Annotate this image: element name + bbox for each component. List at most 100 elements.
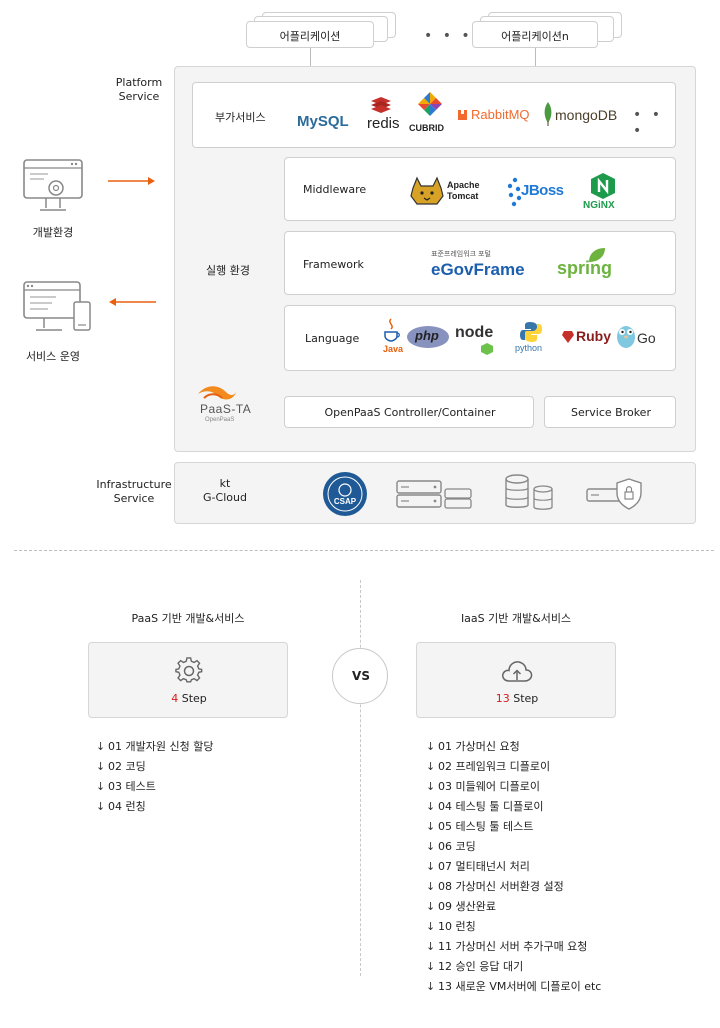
server-rack-icon — [396, 480, 472, 509]
dev-env-icon — [23, 159, 83, 211]
service-broker-box: Service Broker — [544, 396, 676, 428]
app-label: 어플리케이션 — [279, 30, 341, 43]
redis-icon — [371, 97, 391, 113]
node-hex-icon — [481, 343, 493, 355]
python-logo: python — [515, 343, 543, 353]
iaas-step-card: 13 Step — [416, 642, 616, 718]
mongodb-leaf-icon — [544, 102, 552, 126]
ruby-logo: Ruby — [576, 328, 611, 344]
arrow-down-icon: ↓ — [426, 860, 436, 873]
vertical-divider — [360, 580, 361, 976]
app-connector — [310, 48, 311, 66]
csap-seal-icon: CSAP — [323, 472, 367, 516]
cubrid-icon — [418, 92, 442, 116]
vs-label: VS — [352, 669, 370, 683]
runtime-env-label: 실행 환경 — [206, 264, 250, 277]
list-item: ↓07 멀티태넌시 처리 — [426, 860, 530, 873]
mongodb-logo: mongoDB — [555, 107, 618, 123]
list-item: ↓03 테스트 — [96, 780, 156, 793]
java-cup-icon — [384, 318, 400, 342]
openpaas-controller-box: OpenPaaS Controller/Container — [284, 396, 534, 428]
list-item: ↓13 새로운 VM서버에 디플로이 etc — [426, 980, 602, 993]
language-label: Language — [305, 332, 360, 345]
arrow-down-icon: ↓ — [426, 800, 436, 813]
list-item: ↓02 프레임워크 디플로이 — [426, 760, 551, 773]
rabbitmq-icon — [458, 110, 467, 120]
list-item: ↓04 런칭 — [96, 800, 146, 813]
dev-env-label: 개발환경 — [32, 226, 74, 239]
java-logo: Java — [383, 344, 404, 354]
iaas-title: IaaS 기반 개발&서비스 — [460, 612, 572, 625]
paas-title: PaaS 기반 개발&서비스 — [131, 612, 245, 625]
controller-label: OpenPaaS Controller/Container — [324, 406, 496, 419]
addon-more-ellipsis: • • • — [633, 107, 663, 139]
arrow-down-icon: ↓ — [96, 780, 106, 793]
list-item: ↓01 가상머신 요청 — [426, 740, 520, 753]
cloud-upload-icon — [502, 661, 533, 682]
arrow-down-icon: ↓ — [426, 980, 436, 993]
python-icon — [520, 322, 542, 342]
csap-text: CSAP — [334, 497, 357, 506]
app-n-connector — [535, 48, 536, 66]
app-ellipsis: • • • — [424, 28, 473, 44]
rabbitmq-logo: RabbitMQ — [471, 107, 530, 122]
arrow-down-icon: ↓ — [426, 940, 436, 953]
list-item: ↓03 미들웨어 디플로이 — [426, 780, 540, 793]
paas-step-count: 4 Step — [171, 692, 207, 705]
kt-gcloud-label: kt G-Cloud — [203, 477, 247, 504]
service-ops-icon — [23, 281, 91, 331]
arrow-left-icon — [109, 298, 156, 306]
redis-logo: redis — [367, 115, 400, 132]
list-item: ↓02 코딩 — [96, 760, 146, 773]
arrow-down-icon: ↓ — [426, 820, 436, 833]
database-icon — [505, 474, 553, 510]
arrow-down-icon: ↓ — [426, 920, 436, 933]
paasta-swoosh-icon — [198, 386, 236, 400]
infra-label: Infrastructure Service — [96, 478, 172, 505]
list-item: ↓08 가상머신 서버환경 설정 — [426, 880, 564, 893]
middleware-row: Middleware Apache Tomcat JBoss NGiNX — [284, 157, 676, 221]
platform-label: Platform Service — [115, 76, 163, 103]
list-item: ↓04 테스팅 툴 디플로이 — [426, 800, 544, 813]
list-item: ↓09 생산완료 — [426, 900, 496, 913]
go-gopher-icon — [617, 326, 635, 348]
app-n-label: 어플리케이션n — [501, 30, 569, 43]
jboss-dots-icon — [507, 177, 522, 207]
arrow-down-icon: ↓ — [426, 740, 436, 753]
arrow-down-icon: ↓ — [426, 960, 436, 973]
php-logo: php — [415, 328, 439, 343]
node-logo: node — [455, 324, 494, 341]
arrow-down-icon: ↓ — [96, 800, 106, 813]
addon-services-row: 부가서비스 MySQL redis CUBRID RabbitMQ mongoD… — [192, 82, 676, 148]
horizontal-divider — [14, 550, 714, 551]
list-item: ↓06 코딩 — [426, 840, 476, 853]
framework-label: Framework — [303, 258, 364, 271]
arrow-right-icon — [108, 177, 155, 185]
ruby-gem-icon — [562, 331, 574, 343]
broker-label: Service Broker — [571, 406, 651, 419]
arrow-down-icon: ↓ — [426, 880, 436, 893]
language-row: Language Java php node python Ruby Go — [284, 305, 676, 371]
jboss-logo: JBoss — [521, 182, 564, 199]
mysql-logo: MySQL — [297, 113, 349, 130]
egov-portal-small: 표준프레임워크 포털 — [431, 251, 491, 258]
tomcat-logo: Apache Tomcat — [447, 180, 480, 201]
spring-logo: spring — [557, 258, 613, 278]
arrow-down-icon: ↓ — [426, 760, 436, 773]
list-item: ↓05 테스팅 툴 테스트 — [426, 820, 534, 833]
list-item: ↓10 런칭 — [426, 920, 476, 933]
cubrid-logo: CUBRID — [409, 123, 444, 133]
infrastructure-panel: kt G-Cloud CSAP — [174, 462, 696, 524]
list-item: ↓12 승인 응답 대기 — [426, 960, 524, 973]
paas-step-card: 4 Step — [88, 642, 288, 718]
arrow-down-icon: ↓ — [426, 900, 436, 913]
framework-row: Framework 표준프레임워크 포털 eGovFrame spring — [284, 231, 676, 295]
paasta-sub: OpenPaaS — [205, 417, 235, 423]
spring-leaf-icon — [589, 248, 605, 262]
go-logo: Go — [637, 330, 656, 346]
list-item: ↓01 개발자원 신청 할당 — [96, 740, 214, 753]
egovframe-logo: eGovFrame — [431, 260, 525, 279]
paasta-logo: PaaS-TA — [200, 402, 252, 416]
list-item: ↓11 가상머신 서버 추가구매 요청 — [426, 940, 588, 953]
iaas-step-count: 13 Step — [495, 692, 539, 705]
